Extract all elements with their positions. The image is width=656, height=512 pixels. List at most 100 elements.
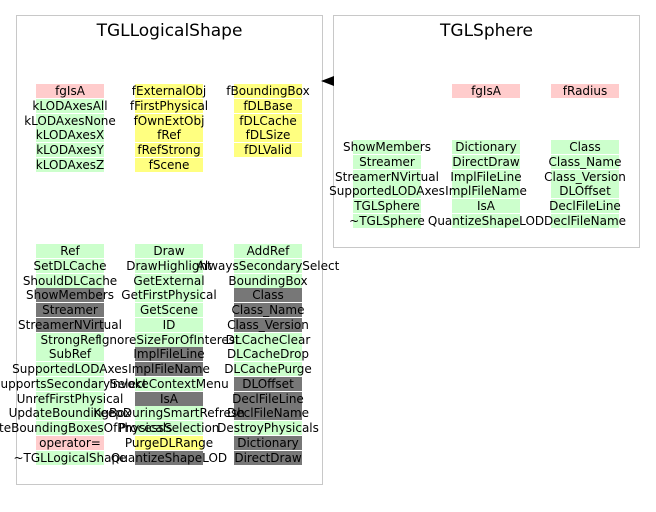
member-kind-swatch: [36, 244, 104, 258]
member-label: fDLValid: [244, 143, 292, 157]
member-kind-swatch: [36, 391, 104, 406]
member-kind-swatch: [234, 421, 302, 435]
member-kind-swatch: [36, 347, 104, 362]
member-item: Class_Name: [232, 303, 304, 317]
member-label: ImplFileName: [128, 362, 210, 376]
member-item: ShouldDLCache: [23, 273, 117, 288]
member-kind-swatch: [36, 113, 104, 128]
member-item: DLCacheDrop: [227, 347, 309, 362]
member-label: Class: [252, 288, 284, 303]
member-label: IsA: [477, 199, 495, 213]
member-kind-swatch: [135, 258, 203, 273]
member-kind-swatch: [234, 244, 302, 258]
member-label: Dictionary: [455, 140, 517, 154]
member-label: StreamerNVirtual: [335, 169, 439, 184]
member-item: SetDLCache: [33, 258, 107, 273]
member-item: AlwaysSecondarySelect: [197, 258, 339, 273]
member-item: DLCacheClear: [226, 332, 310, 347]
member-item: Dictionary: [452, 140, 520, 154]
member-label: fFirstPhysical: [129, 98, 209, 113]
member-item: Ref: [36, 244, 104, 258]
member-item: fgIsA: [36, 84, 104, 98]
member-item: fDLCache: [234, 113, 302, 128]
member-item: ProcessSelection: [119, 421, 219, 435]
member-kind-swatch: [234, 128, 302, 143]
member-item: BoundingBox: [228, 273, 308, 288]
member-kind-swatch: [353, 184, 421, 199]
member-kind-swatch: [36, 376, 104, 391]
member-label: fRefStrong: [137, 143, 201, 157]
member-label: SetDLCache: [33, 258, 107, 273]
member-item: IsA: [135, 391, 203, 406]
member-label: fDLCache: [239, 113, 297, 128]
member-label: ID: [162, 317, 176, 332]
member-label: Class: [569, 140, 601, 154]
member-label: Draw: [153, 244, 185, 258]
member-item: Streamer: [353, 154, 421, 169]
member-kind-swatch: [36, 303, 104, 317]
member-label: fBoundingBox: [226, 84, 310, 98]
member-kind-swatch: [234, 435, 302, 450]
class-title: TGLSphere: [440, 21, 533, 41]
member-item: operator=: [36, 435, 104, 450]
member-kind-swatch: [36, 143, 104, 157]
member-item: ~TGLSphere: [349, 213, 425, 228]
member-label: DeclFileName: [543, 213, 627, 228]
member-kind-swatch: [234, 376, 302, 391]
member-item: Streamer: [36, 303, 104, 317]
member-item: SubRef: [36, 347, 104, 362]
member-label: ~TGLSphere: [349, 213, 425, 228]
member-item: fExternalObj: [132, 84, 206, 98]
member-label: DLOffset: [559, 184, 611, 199]
member-item: ShowMembers: [26, 288, 114, 303]
member-kind-swatch: [36, 288, 104, 303]
member-label: DirectDraw: [452, 154, 520, 169]
member-item: Class_Version: [544, 169, 626, 184]
member-kind-swatch: [353, 199, 421, 213]
member-item: kLODAxesX: [36, 128, 104, 143]
member-item: StreamerNVirtual: [335, 169, 439, 184]
member-label: kLODAxesNone: [24, 113, 116, 128]
member-item: KeepDuringSmartRefresh: [93, 406, 245, 421]
member-kind-swatch: [234, 258, 302, 273]
member-item: ShowMembers: [343, 140, 431, 154]
member-kind-swatch: [36, 435, 104, 450]
member-label: kLODAxesAll: [32, 98, 108, 113]
member-label: ImplFileLine: [450, 169, 522, 184]
member-kind-swatch: [452, 199, 520, 213]
member-item: kLODAxesNone: [24, 113, 116, 128]
member-label: DeclFileLine: [549, 199, 621, 213]
member-kind-swatch: [353, 213, 421, 228]
member-item: InvokeContextMenu: [109, 376, 229, 391]
member-label: Streamer: [359, 154, 415, 169]
member-item: QuantizeShapeLOD: [428, 213, 544, 228]
member-label: fDLBase: [243, 98, 293, 113]
member-label: UpdateBoundingBox: [8, 406, 132, 421]
member-kind-swatch: [135, 273, 203, 288]
member-kind-swatch: [234, 406, 302, 421]
member-item: fFirstPhysical: [130, 98, 208, 113]
member-label: IsA: [160, 391, 178, 406]
member-label: PurgeDLRange: [124, 435, 214, 450]
member-label: fRadius: [562, 84, 608, 98]
member-item: fOwnExtObj: [134, 113, 204, 128]
member-item: SupportedLODAxes: [12, 362, 128, 376]
member-label: Class_Version: [227, 317, 309, 332]
member-kind-swatch: [36, 450, 104, 465]
member-label: DirectDraw: [234, 450, 302, 465]
member-label: StreamerNVirtual: [18, 317, 122, 332]
member-label: Class_Name: [548, 154, 622, 169]
member-kind-swatch: [135, 244, 203, 258]
member-kind-swatch: [135, 450, 203, 465]
member-item: TGLSphere: [353, 199, 421, 213]
member-kind-swatch: [135, 376, 203, 391]
inheritance-arrow-icon: [321, 76, 334, 86]
member-kind-swatch: [551, 154, 619, 169]
member-kind-swatch: [36, 421, 104, 435]
member-kind-swatch: [234, 362, 302, 376]
member-item: ImplFileName: [445, 184, 527, 199]
member-kind-swatch: [135, 421, 203, 435]
member-label: Ref: [60, 244, 80, 258]
member-item: ImplFileName: [128, 362, 210, 376]
member-item: DLOffset: [234, 376, 302, 391]
